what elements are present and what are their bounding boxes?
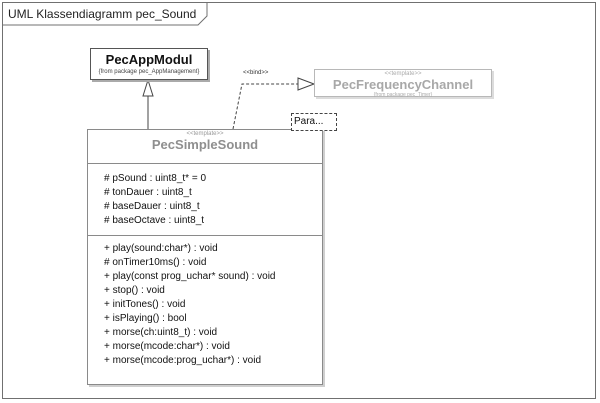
operation[interactable]: + stop() : void: [104, 285, 165, 296]
attributes-compartment: # pSound : uint8_t* = 0 # tonDauer : uin…: [88, 164, 322, 236]
class-header: <<template>> PecSimpleSound: [88, 130, 322, 164]
attribute[interactable]: # pSound : uint8_t* = 0: [104, 173, 207, 184]
class-package: {from package pec_AppManagement}: [98, 69, 200, 75]
operations-compartment: + play(sound:char*) : void # onTimer10ms…: [88, 236, 322, 368]
attribute[interactable]: # tonDauer : uint8_t: [104, 187, 192, 198]
diagram-title: UML Klassendiagramm pec_Sound: [8, 7, 197, 21]
class-name: PecSimpleSound: [151, 137, 259, 152]
template-parameter-box[interactable]: Para...: [291, 113, 337, 131]
class-pecfrequencychannel[interactable]: <<template>> PecFrequencyChannel {from p…: [314, 69, 492, 98]
class-name: PecFrequencyChannel: [332, 77, 474, 92]
generalization-arrowhead: [142, 78, 154, 97]
attribute[interactable]: # baseDauer : uint8_t: [104, 201, 200, 212]
operation[interactable]: + morse(ch:uint8_t) : void: [104, 327, 218, 338]
class-package: {from package pec_Timer}: [373, 92, 433, 98]
attribute[interactable]: # baseOctave : uint8_t: [104, 215, 205, 226]
bind-line: [232, 83, 299, 130]
operation[interactable]: + play(sound:char*) : void: [104, 243, 218, 254]
operation[interactable]: + morse(mcode:char*) : void: [104, 341, 230, 352]
operation[interactable]: + play(const prog_uchar* sound) : void: [104, 271, 276, 282]
operation[interactable]: # onTimer10ms() : void: [104, 257, 207, 268]
class-name: PecAppModul: [105, 52, 193, 67]
class-stereotype: <<template>>: [186, 131, 224, 137]
bind-label: <<bind>>: [243, 70, 269, 76]
class-stereotype: <<template>>: [384, 71, 422, 77]
frame-title-tab: UML Klassendiagramm pec_Sound: [3, 3, 208, 26]
class-pecappmodul[interactable]: PecAppModul {from package pec_AppManagem…: [90, 48, 208, 80]
class-pecsimplesound[interactable]: <<template>> PecSimpleSound # pSound : u…: [87, 129, 323, 385]
operation[interactable]: + initTones() : void: [104, 299, 186, 310]
operation[interactable]: + isPlaying() : bool: [104, 313, 187, 324]
bind-arrowhead: [297, 77, 316, 91]
frame-tab-outline: [3, 3, 208, 26]
operation[interactable]: + morse(mcode:prog_uchar*) : void: [104, 355, 262, 366]
